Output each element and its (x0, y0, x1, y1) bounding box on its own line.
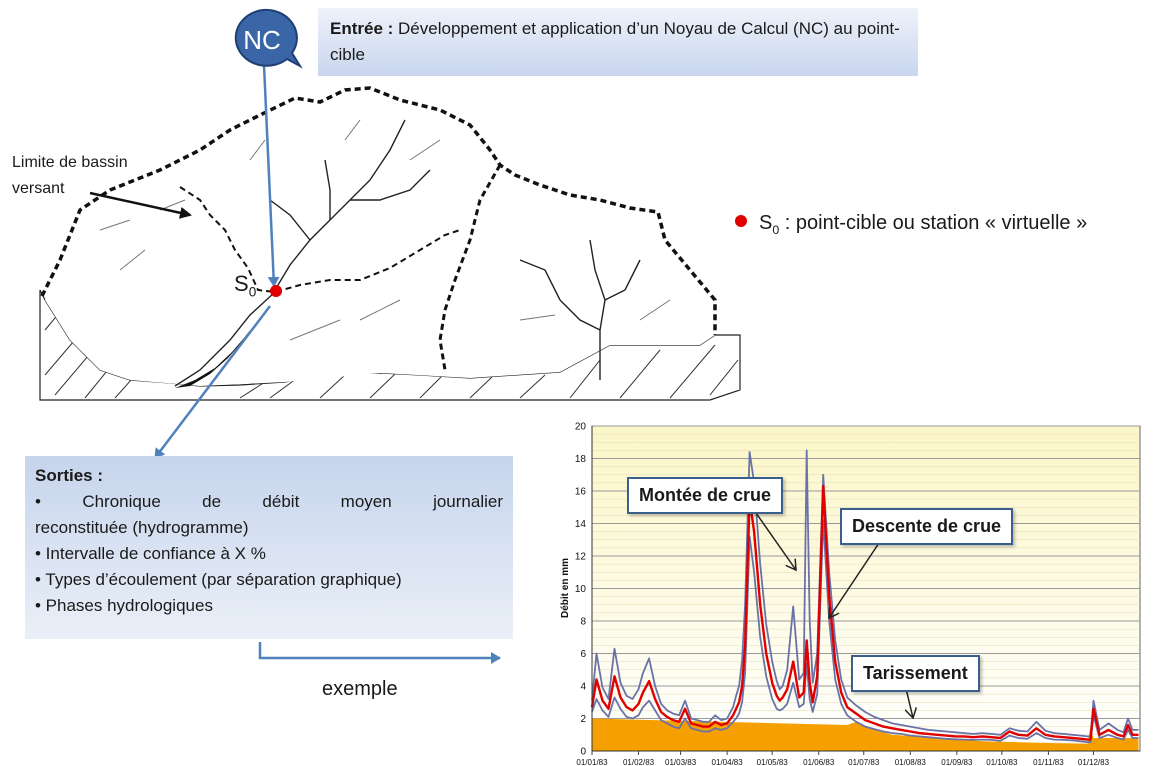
sorties-item-4: • Phases hydrologiques (35, 596, 213, 615)
x-tick-label: 01/03/83 (665, 758, 697, 766)
sorties-item-3: • Types d’écoulement (par séparation gra… (35, 570, 402, 589)
s0-legend-text: : point-cible ou station « virtuelle » (779, 212, 1088, 234)
y-tick-label: 20 (575, 422, 587, 433)
x-tick-label: 01/07/83 (848, 758, 880, 766)
sorties-item-1b: reconstituée (hydrogramme) (35, 518, 249, 537)
y-tick-label: 16 (575, 487, 587, 498)
grid-layer (592, 425, 1140, 752)
series-line-lower-bound (591, 519, 1139, 743)
y-tick-label: 10 (575, 584, 587, 595)
annotation-montee: Montée de crue (627, 477, 784, 514)
y-tick-label: 8 (580, 617, 586, 628)
annotation-descente: Descente de crue (840, 508, 1014, 545)
s0-legend-sub: 0 (772, 223, 780, 237)
nc-label: NC (243, 25, 281, 55)
bassin-limit-label: Limite de bassin versant (12, 150, 128, 202)
sorties-title: Sorties : (35, 466, 104, 485)
internal-ridge (438, 164, 502, 371)
annotation-tarissement: Tarissement (851, 655, 980, 692)
y-tick-label: 4 (580, 682, 586, 693)
nc-bubble: NC (234, 8, 303, 69)
bassin-label-line2: versant (12, 180, 65, 197)
subbasin-limit (179, 186, 461, 294)
series-line-upper-bound (591, 449, 1139, 738)
x-tick-label: 01/11/83 (1033, 758, 1064, 766)
s0-legend: S0 : point-cible ou station « virtuelle … (735, 212, 1087, 237)
x-tick-label: 01/05/83 (757, 758, 789, 766)
y-tick-label: 18 (575, 454, 587, 465)
exemple-label: exemple (322, 678, 398, 700)
y-tick-label: 14 (575, 519, 587, 530)
x-tick-label: 01/10/83 (986, 758, 1018, 766)
sorties-item-1: • Chronique de débit moyen journalier (35, 492, 503, 511)
watershed-sketch (39, 86, 741, 401)
s0-map-label: S0 (234, 271, 256, 299)
entree-title: Entrée : (330, 19, 394, 38)
x-tick-label: 01/02/83 (623, 758, 655, 766)
s0-legend-dot (735, 215, 747, 227)
axis-layer: 0 2 4 6 8 10 12 14 16 18 20 01/01/83 01/02/83 01/03/8… (575, 422, 1140, 766)
bassin-pointer-arrow (89, 191, 192, 219)
bassin-label-line1: Limite de bassin (12, 154, 128, 171)
y-tick-label: 12 (575, 552, 587, 563)
exemple-elbow-arrow (258, 642, 501, 664)
sorties-box: Sorties : • Chronique de débit moyen jou… (25, 456, 513, 639)
x-tick-label: 01/08/83 (895, 758, 927, 766)
x-tick-label: 01/04/83 (712, 758, 744, 766)
s0-map-letter: S (234, 271, 249, 296)
x-tick-label: 01/06/83 (803, 758, 835, 766)
y-tick-label: 2 (580, 714, 586, 725)
entree-text: Développement et application d’un Noyau … (330, 19, 900, 64)
series-layer (590, 449, 1139, 743)
y-axis-label: Débit en mm (560, 558, 571, 618)
entree-box: Entrée : Développement et application d’… (318, 8, 918, 76)
hydrograph-chart: 0 2 4 6 8 10 12 14 16 18 20 01/01/83 01/02/83 01/03/8… (560, 422, 1141, 766)
sorties-item-2: • Intervalle de confiance à X % (35, 544, 266, 563)
y-tick-label: 0 (580, 747, 586, 758)
s0-map-sub: 0 (248, 284, 257, 300)
nc-arrow (262, 64, 280, 287)
s0-legend-prefix: S (759, 212, 773, 234)
x-tick-label: 01/01/83 (576, 758, 608, 766)
s0-point (270, 285, 282, 297)
x-tick-label: 01/12/83 (1078, 758, 1110, 766)
x-tick-label: 01/09/83 (941, 758, 973, 766)
river-network (174, 119, 641, 387)
slope-strokes (99, 119, 671, 341)
series-line-central (590, 484, 1139, 741)
y-tick-label: 6 (580, 649, 586, 660)
s0-to-sorties-arrow (154, 305, 271, 459)
catchment-surface (45, 88, 715, 386)
